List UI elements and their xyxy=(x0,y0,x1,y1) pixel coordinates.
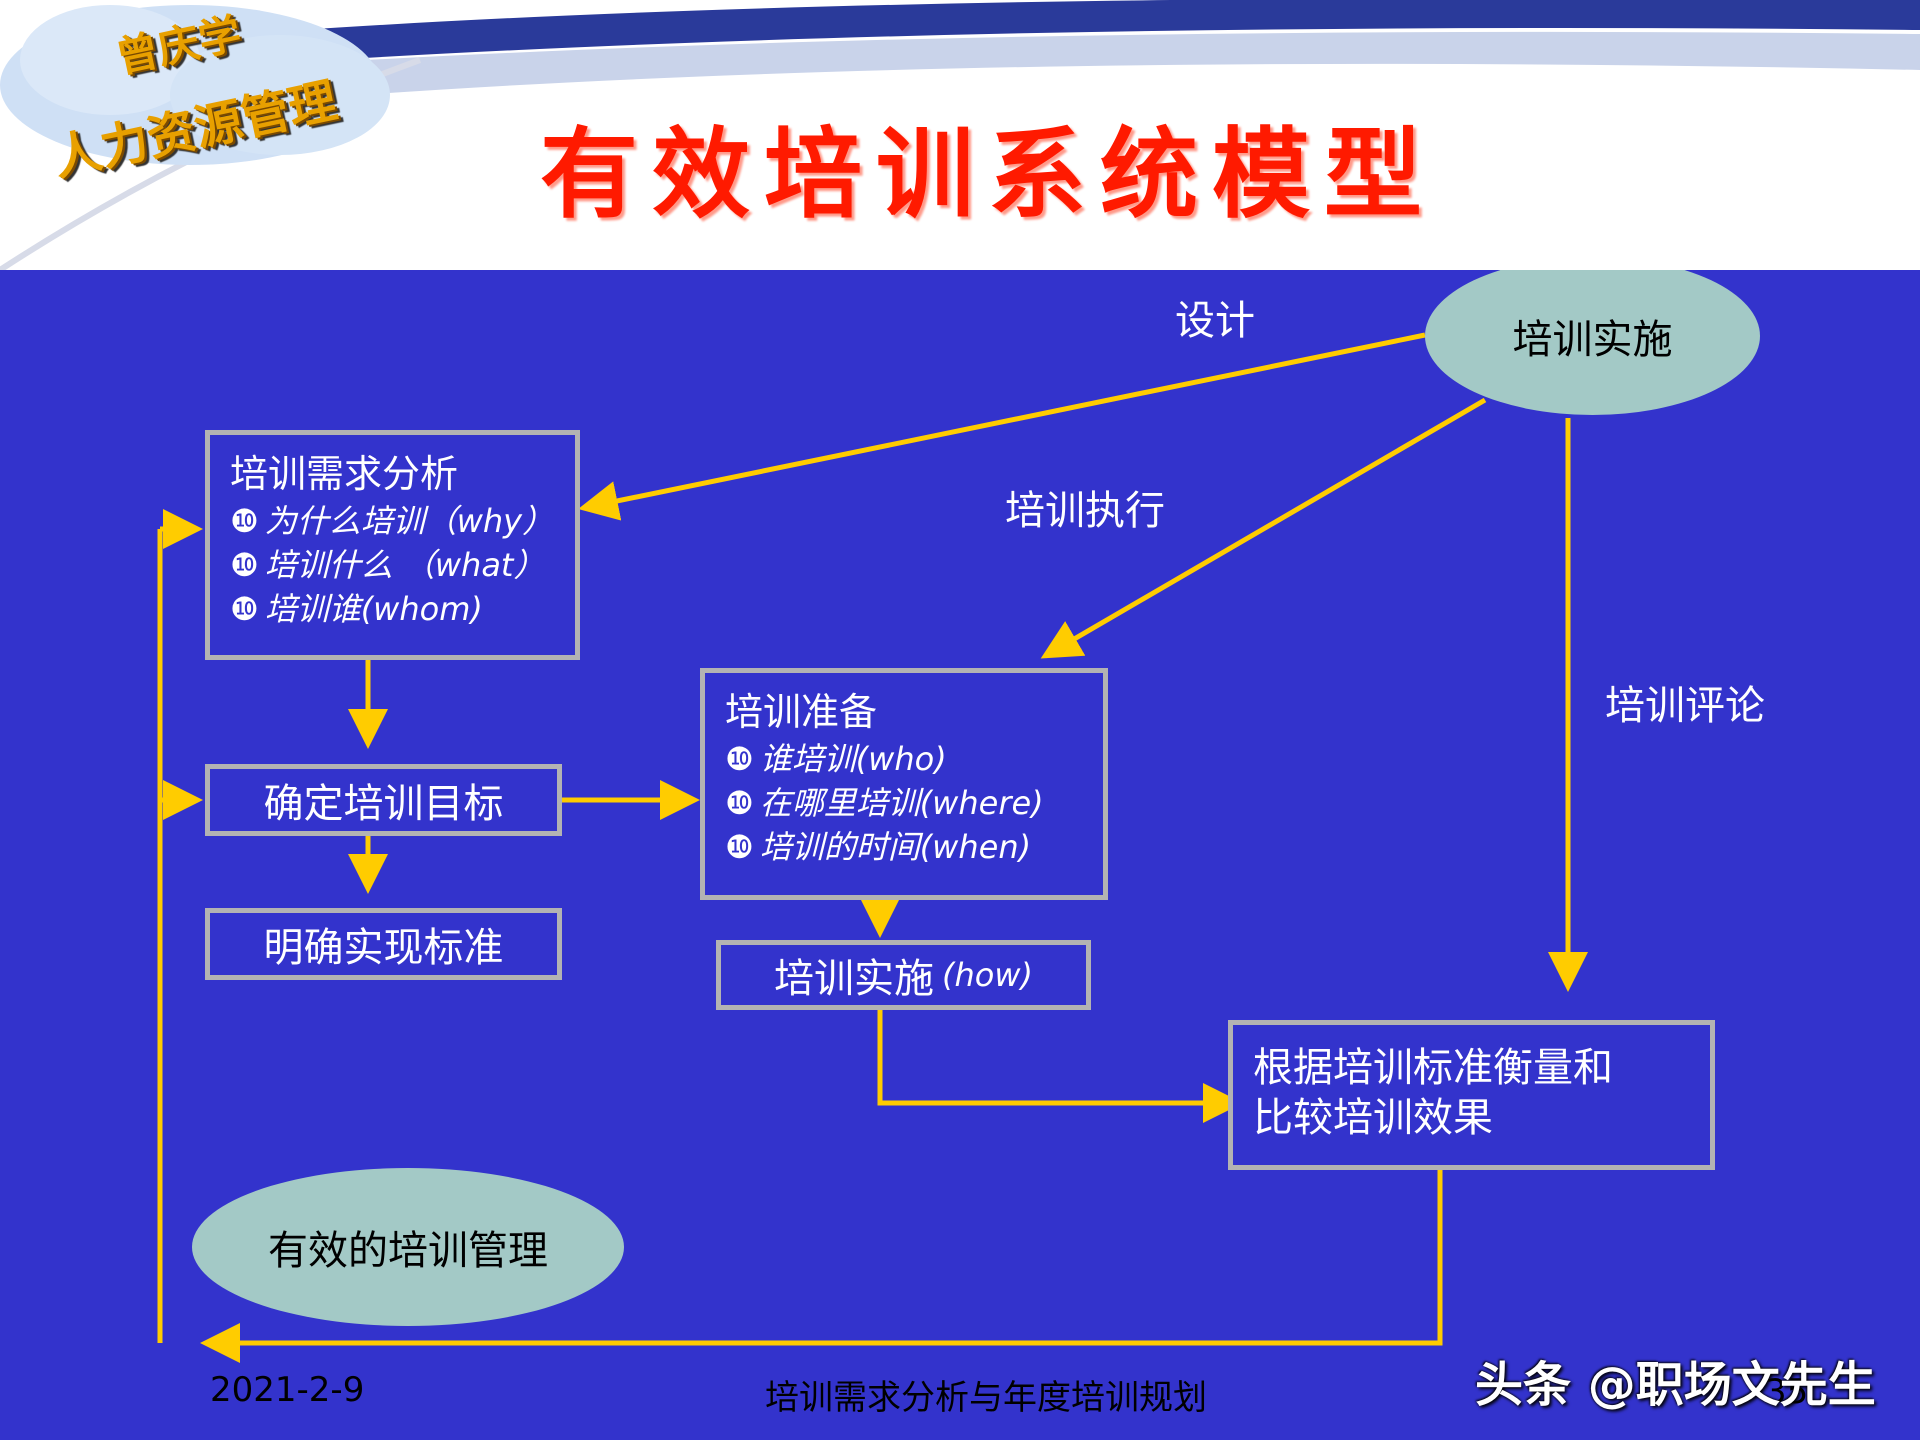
define-goals-label: 确定培训目标 xyxy=(263,781,504,827)
implementation-how-label: 培训实施 xyxy=(774,956,934,1002)
header-swoosh xyxy=(0,0,1920,270)
oval-effective-training-management: 有效的培训管理 xyxy=(192,1168,624,1326)
bullet-icon: ❿ xyxy=(725,828,754,866)
bullet-icon: ❿ xyxy=(230,590,259,628)
watermark: 头条 @职场文先生 xyxy=(1475,1357,1876,1413)
footer-subtitle: 培训需求分析与年度培训规划 xyxy=(765,1378,1207,1418)
bullet-icon: ❿ xyxy=(230,546,259,584)
preparation-item-text: 谁培训(who) xyxy=(759,740,947,778)
box-implementation-how: 培训实施(how) xyxy=(716,940,1091,1010)
preparation-item-text: 在哪里培训(where) xyxy=(759,784,1044,822)
slide-title: 有效培训系统模型 xyxy=(540,117,1437,232)
arrow-design xyxy=(578,332,1426,521)
preparation-item-text: 培训的时间(when) xyxy=(759,828,1032,866)
bullet-icon: ❿ xyxy=(725,740,754,778)
box-evaluation: 根据培训标准衡量和 比较培训效果 xyxy=(1228,1020,1715,1170)
needs-item-text: 培训谁(whom) xyxy=(264,590,483,628)
footer-date: 2021-2-9 xyxy=(210,1370,365,1410)
arrow-how-to-evaluation xyxy=(877,1007,1243,1123)
bullet-icon: ❿ xyxy=(230,502,259,540)
box-clarify-standards: 明确实现标准 xyxy=(205,908,562,980)
box-define-goals: 确定培训目标 xyxy=(205,764,562,836)
footer-page-number: 35 xyxy=(1765,1372,1809,1412)
label-execution: 培训执行 xyxy=(1005,488,1165,534)
needs-item-text: 为什么培训（why） xyxy=(264,502,555,540)
oval-training-implementation: 培训实施 xyxy=(1425,270,1760,415)
arrow-execution xyxy=(1040,397,1487,659)
needs-analysis-title: 培训需求分析 xyxy=(230,452,459,496)
needs-item-text: 培训什么 （what） xyxy=(264,546,546,584)
evaluation-line2: 比较培训效果 xyxy=(1253,1095,1493,1141)
bullet-icon: ❿ xyxy=(725,784,754,822)
label-design: 设计 xyxy=(1175,298,1255,344)
preparation-title: 培训准备 xyxy=(725,690,878,734)
connector-arrows xyxy=(157,332,1588,1363)
arrow-evaluation-return xyxy=(200,1170,1443,1363)
evaluation-line1: 根据培训标准衡量和 xyxy=(1253,1045,1613,1091)
clarify-standards-label: 明确实现标准 xyxy=(263,925,504,971)
slide-header: 曾庆学 人力资源管理 有效培训系统模型 xyxy=(0,0,1920,270)
implementation-how-suffix: (how) xyxy=(942,956,1033,994)
label-review: 培训评论 xyxy=(1605,683,1765,729)
